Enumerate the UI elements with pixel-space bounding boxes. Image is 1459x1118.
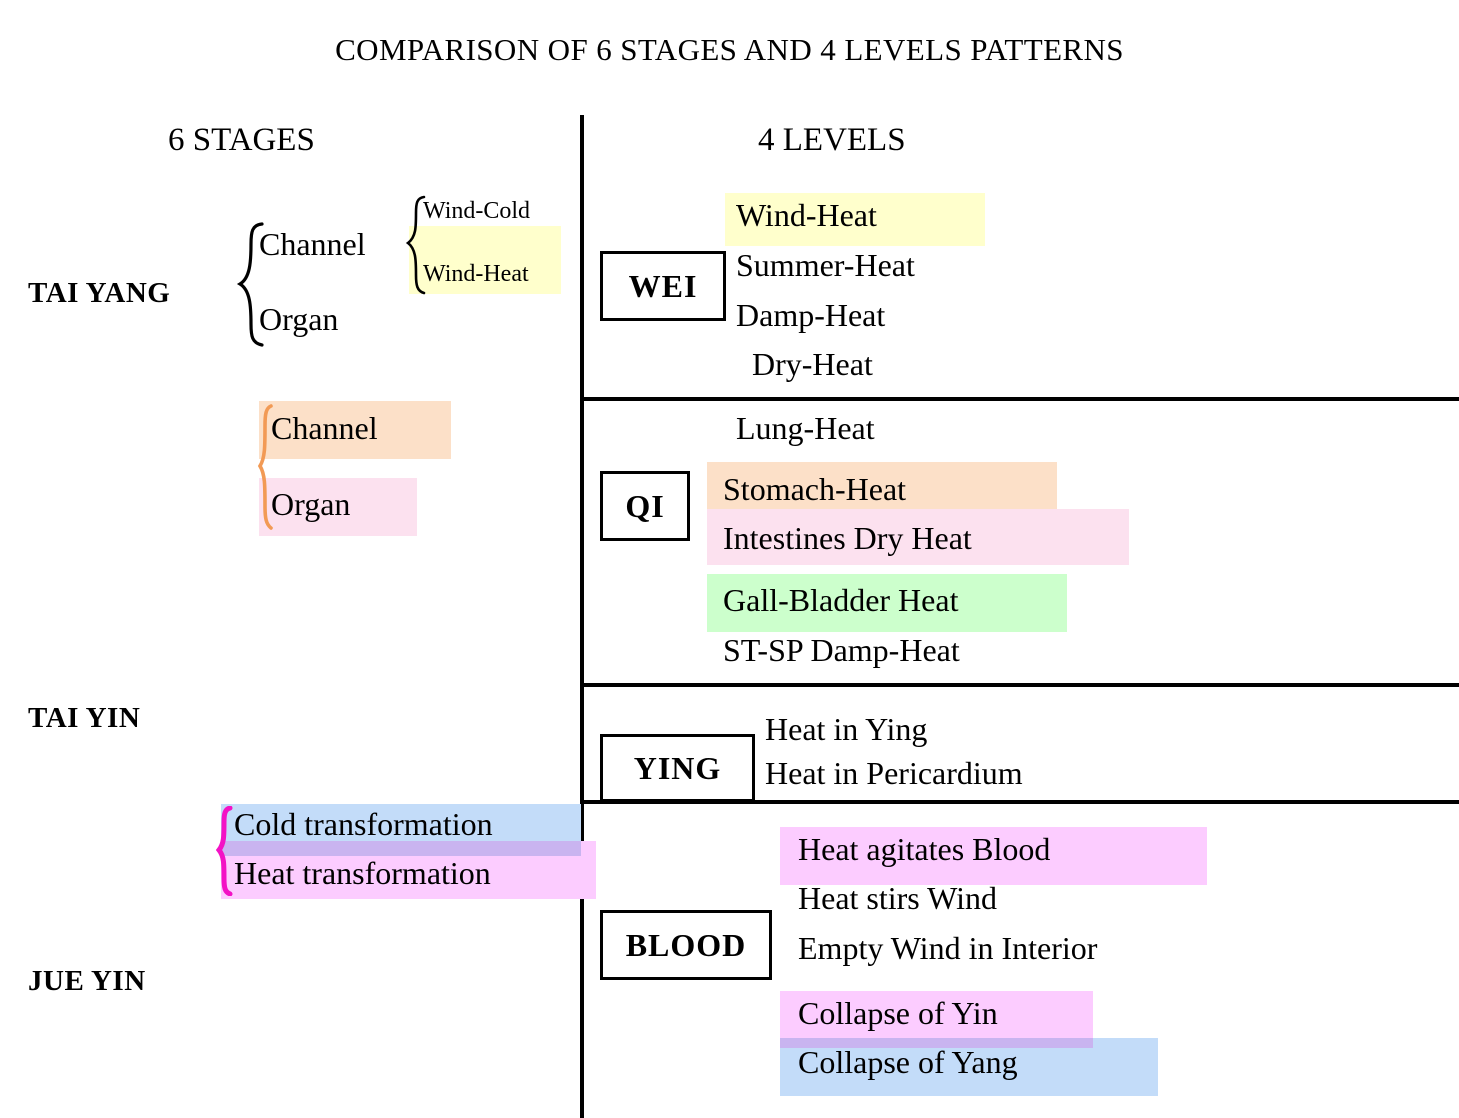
tai-yang-sub-wind-heat: Wind-Heat <box>423 261 529 287</box>
divider-wei-qi <box>580 397 1459 401</box>
level-item-blood-3: Collapse of Yin <box>798 995 998 1031</box>
highlight-organ-yangming <box>259 478 417 536</box>
highlight-collapse-overlap <box>780 1038 1093 1048</box>
brace-tai-yang-channel <box>404 195 428 295</box>
highlight-channel-yangming <box>259 401 451 459</box>
highlight-gall-bladder-heat <box>707 574 1067 632</box>
level-item-blood-1: Heat stirs Wind <box>798 880 997 916</box>
tai-yang-branch-organ: Organ <box>259 301 339 337</box>
brace-tai-yang <box>236 222 266 347</box>
highlight-collapse-of-yin <box>780 991 1093 1047</box>
page-title: COMPARISON OF 6 STAGES AND 4 LEVELS PATT… <box>335 32 1124 67</box>
level-item-ying-1: Heat in Pericardium <box>765 755 1023 791</box>
tai-yang-branch-channel: Channel <box>259 226 366 262</box>
level-item-qi-4: ST-SP Damp-Heat <box>723 632 960 668</box>
column-heading-6-stages: 6 STAGES <box>168 122 315 158</box>
level-item-wei-0: Wind-Heat <box>736 197 877 233</box>
highlight-intestines-dry-heat <box>707 509 1129 565</box>
yang-ming-branch-channel: Channel <box>271 410 378 446</box>
divider-qi-ying <box>580 683 1459 687</box>
level-item-qi-3: Gall-Bladder Heat <box>723 582 959 618</box>
column-heading-4-levels: 4 LEVELS <box>758 122 906 158</box>
stage-label-tai-yin: TAI YIN <box>28 702 141 734</box>
highlight-stomach-heat <box>707 462 1057 518</box>
brace-yang-ming <box>257 404 275 530</box>
shao-yin-branch-heat-transformation: Heat transformation <box>234 855 491 891</box>
level-box-wei[interactable]: WEI <box>600 251 726 321</box>
level-item-qi-2: Intestines Dry Heat <box>723 520 972 556</box>
level-item-wei-1: Summer-Heat <box>736 247 915 283</box>
level-box-qi[interactable]: QI <box>600 471 690 541</box>
level-item-qi-0: Lung-Heat <box>736 410 875 446</box>
stage-label-tai-yang: TAI YANG <box>28 277 171 309</box>
divider-ying-blood <box>580 800 1459 804</box>
brace-shao-yin <box>216 806 234 896</box>
vertical-divider <box>580 115 584 1118</box>
highlight-wind-heat-left <box>409 226 561 294</box>
level-item-blood-4: Collapse of Yang <box>798 1044 1018 1080</box>
shao-yin-branch-cold-transformation: Cold transformation <box>234 806 493 842</box>
level-box-ying[interactable]: YING <box>600 734 755 802</box>
level-item-wei-2: Damp-Heat <box>736 297 886 333</box>
highlight-heat-agitates-blood <box>780 827 1207 885</box>
tai-yang-sub-wind-cold: Wind-Cold <box>423 198 531 224</box>
highlight-transformation-overlap <box>221 841 581 856</box>
level-item-qi-1: Stomach-Heat <box>723 471 907 507</box>
level-item-ying-0: Heat in Ying <box>765 711 928 747</box>
stage-label-jue-yin: JUE YIN <box>28 965 146 997</box>
level-box-blood[interactable]: BLOOD <box>600 910 772 980</box>
level-item-blood-2: Empty Wind in Interior <box>798 930 1098 966</box>
yang-ming-branch-organ: Organ <box>271 486 351 522</box>
level-item-wei-3: Dry-Heat <box>752 346 873 382</box>
highlight-wind-heat-wei <box>725 193 985 246</box>
level-item-blood-0: Heat agitates Blood <box>798 831 1051 867</box>
